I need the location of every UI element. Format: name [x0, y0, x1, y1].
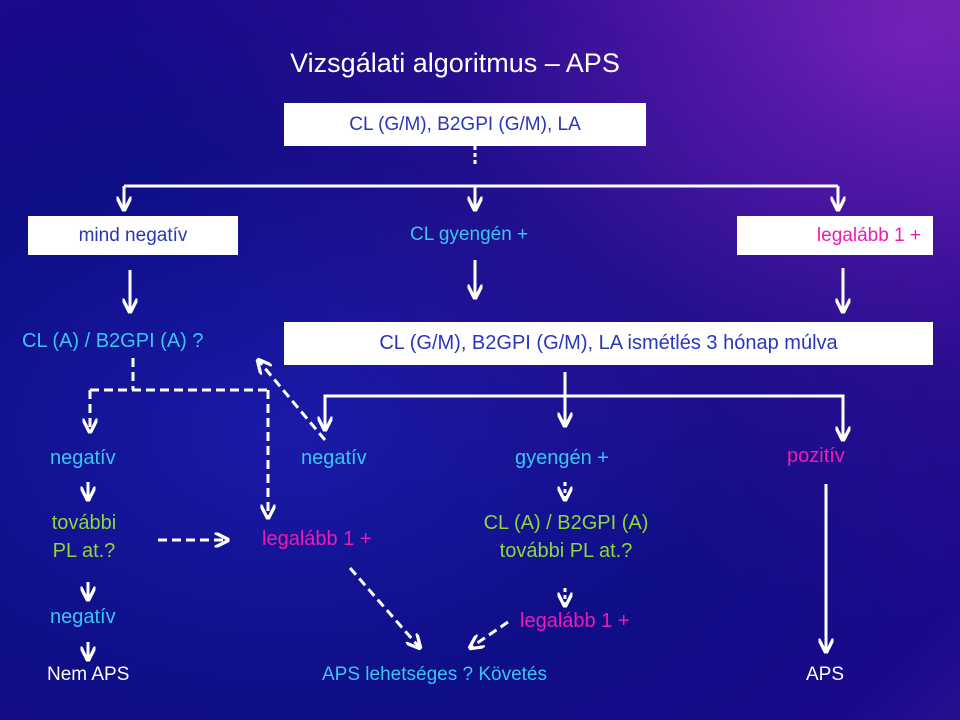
legalabb-box: legalább 1 + — [737, 216, 933, 255]
top-box: CL (G/M), B2GPI (G/M), LA — [284, 103, 646, 146]
dashed-legalabb-right-to-aps — [470, 620, 509, 648]
negativ-left-label: negatív — [50, 447, 116, 469]
negativ-mid-label: negatív — [301, 447, 367, 469]
aps-label: APS — [806, 664, 845, 685]
gyengen-label: gyengén + — [515, 447, 609, 469]
mind-negativ-label: mind negatív — [78, 224, 188, 246]
cla-line1: CL (A) / B2GPI (A) — [483, 512, 649, 534]
legalabb-right-label: legalább 1 + — [520, 610, 630, 632]
dashed-legalabb-to-aps — [348, 567, 420, 648]
legalabb-box-label: legalább 1 + — [816, 224, 921, 246]
dashed-back-to-repeat — [258, 360, 327, 441]
legalabb-mid-label: legalább 1 + — [262, 528, 372, 550]
tovabbi-line2: PL at.? — [52, 540, 116, 562]
dashed-split — [90, 358, 268, 392]
cla-line2: további PL at.? — [499, 540, 633, 562]
repeat-box: CL (G/M), B2GPI (G/M), LA ismétlés 3 hón… — [284, 322, 933, 365]
negativ-left-2-label: negatív — [50, 606, 116, 628]
repeat-box-label: CL (G/M), B2GPI (G/M), LA ismétlés 3 hón… — [379, 332, 838, 354]
pozitiv-label: pozitív — [787, 445, 845, 467]
aps-lehetseges-label: APS lehetséges ? Követés — [322, 664, 547, 685]
tovabbi-line1: további — [51, 512, 117, 534]
cla-question-label: CL (A) / B2GPI (A) ? — [22, 330, 204, 352]
cl-gyengen-label: CL gyengén + — [410, 224, 529, 245]
mind-negativ-box: mind negatív — [28, 216, 238, 255]
nem-aps-label: Nem APS — [47, 664, 130, 685]
branch-line-repeat — [323, 394, 845, 410]
top-box-label: CL (G/M), B2GPI (G/M), LA — [349, 113, 581, 135]
page-title: Vizsgálati algoritmus – APS — [290, 48, 620, 78]
